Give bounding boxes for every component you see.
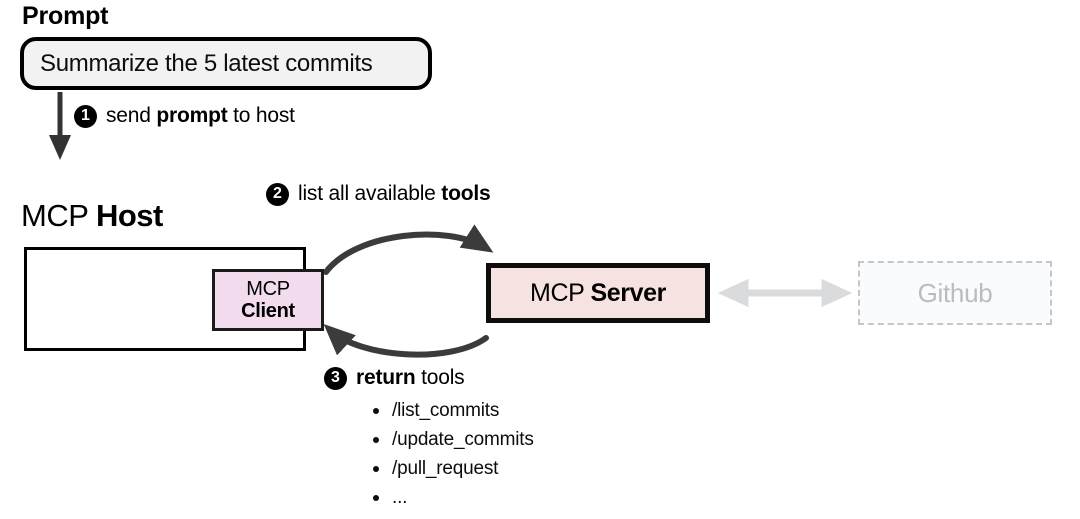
prompt-heading: Prompt	[22, 2, 109, 30]
github-box[interactable]: Github	[858, 261, 1052, 325]
arrow-client-to-server	[323, 224, 494, 275]
step-1-label: 1 send prompt to host	[74, 104, 295, 128]
mcp-client-line1: MCP	[246, 278, 290, 300]
step-2-badge: 2	[266, 182, 289, 206]
mcp-server-box[interactable]: MCP Server	[486, 263, 710, 323]
arrow-server-to-client	[323, 324, 489, 358]
host-title-bold: Host	[95, 198, 163, 233]
list-item: /update_commits	[362, 425, 534, 454]
host-title: MCP Host	[21, 198, 163, 234]
list-item: /list_commits	[362, 396, 534, 425]
step-3-text: return tools	[356, 366, 465, 390]
step-1-text-after: to host	[227, 104, 295, 127]
step-2-label: 2 list all available tools	[266, 182, 491, 206]
mcp-server-label: MCP Server	[530, 279, 666, 308]
mcp-server-label-bold: Server	[590, 278, 667, 307]
step-3-text-after: tools	[415, 366, 465, 389]
step-1-text: send prompt to host	[106, 104, 295, 128]
step-3-label: 3 return tools	[324, 366, 465, 390]
step-2-text-bold: tools	[441, 182, 491, 205]
prompt-box[interactable]: Summarize the 5 latest commits	[20, 37, 432, 90]
step-3-badge: 3	[324, 366, 347, 390]
tool-list: /list_commits /update_commits /pull_requ…	[362, 396, 534, 512]
list-item: /pull_request	[362, 454, 534, 483]
host-title-plain: MCP	[21, 198, 96, 233]
step-1-text-bold: prompt	[156, 104, 228, 127]
step-1-badge: 1	[74, 104, 97, 128]
mcp-client-line2: Client	[241, 300, 295, 322]
github-label: Github	[917, 277, 993, 308]
step-2-text: list all available tools	[298, 182, 491, 206]
list-item: ...	[362, 483, 534, 512]
step-1-text-before: send	[106, 104, 157, 127]
step-2-text-before: list all available	[298, 182, 442, 205]
prompt-text: Summarize the 5 latest commits	[40, 49, 373, 77]
mcp-server-label-plain: MCP	[530, 278, 591, 307]
step-3-text-bold: return	[356, 366, 416, 389]
mcp-client-box[interactable]: MCP Client	[212, 269, 324, 331]
